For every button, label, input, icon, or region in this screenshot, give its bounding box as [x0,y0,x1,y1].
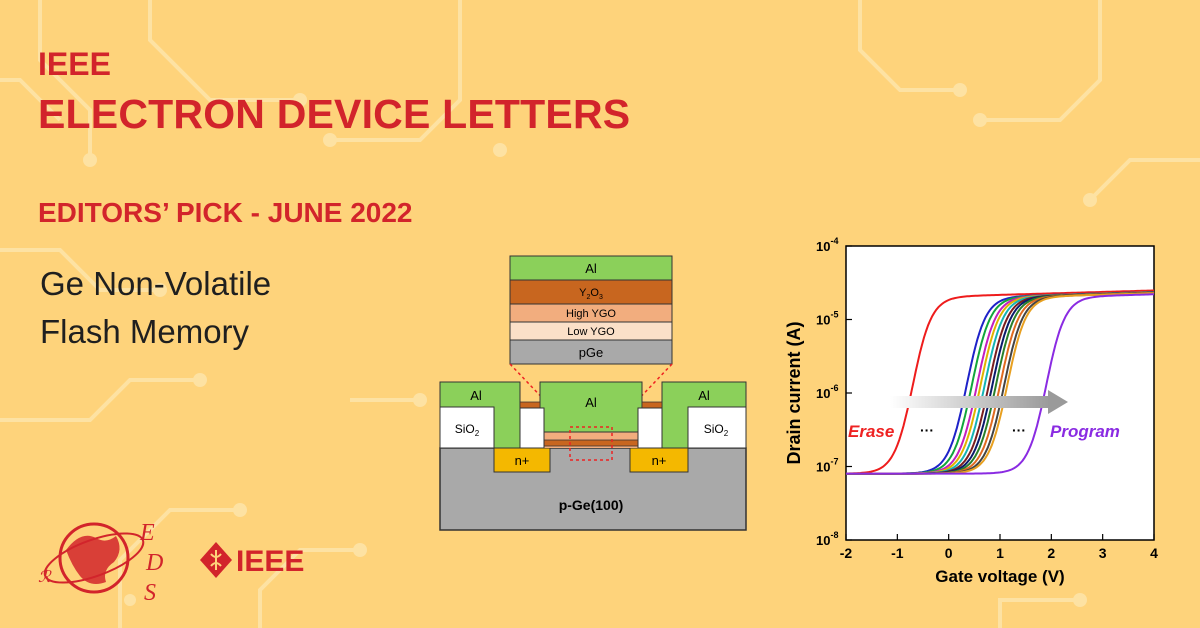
plot-curves [846,289,1155,475]
spacer-left [519,407,545,449]
ieee-wordmark: IEEE [236,545,304,578]
stack-label-y2o3: Y2O3 [579,287,603,301]
y-tick-label: 10-5 [816,310,838,328]
id-vg-curve-1 [846,289,1154,475]
y-tick-label: 10-4 [816,236,838,254]
stack-al-layer [509,255,673,281]
program-label: Program [1050,422,1120,441]
x-tick-label: 1 [996,545,1004,561]
journal-title: ELECTRON DEVICE LETTERS [38,91,631,137]
plot-area [845,245,1155,541]
n-plus-left-label: n+ [515,453,530,468]
eds-logo: ℛ E D S [38,520,163,605]
article-title: Ge Non-Volatile Flash Memory [40,260,271,356]
substrate-label: p-Ge(100) [559,497,624,513]
x-tick-label: 3 [1099,545,1107,561]
right-al-label: Al [698,388,710,403]
x-tick-label: -1 [891,545,904,561]
x-tick-label: -2 [840,545,853,561]
gate-al-label: Al [585,395,597,410]
eds-letter-e: E [139,520,155,546]
article-title-line1: Ge Non-Volatile [40,265,272,302]
spacer-right [637,407,663,449]
y-tick-label: 10-8 [816,530,838,548]
stack-label-al: Al [585,261,597,276]
shift-arrow [890,390,1068,414]
erase-label: Erase [848,422,894,441]
n-plus-right-label: n+ [652,453,667,468]
y-axis-label: Drain current (A) [784,321,804,464]
n-plus-left [493,447,551,473]
id-vg-curve-13 [846,293,1154,475]
stack-label-low-ygo: Low YGO [567,326,615,338]
article-title-line2: Flash Memory [40,313,250,350]
n-plus-right [629,447,689,473]
x-tick-label: 2 [1047,545,1055,561]
journal-prefix: IEEE [38,46,111,82]
substrate [439,447,747,531]
stack-pge-layer [509,339,673,365]
id-vg-plot: -2 -1 0 1 2 3 4 10-8 10-7 10-6 10-5 10-4 Erase Prog… [784,236,1158,586]
y-tick-label: 10-6 [816,383,838,401]
left-sio2 [439,406,495,449]
zoom-box [569,426,613,461]
svg-text:ℛ: ℛ [38,569,52,586]
left-al-label: Al [470,388,482,403]
right-sio2-label: SiO2 [704,422,729,438]
stack-label-pge: pGe [579,345,604,360]
eds-letter-s: S [144,580,156,605]
axis-ticks: -2 -1 0 1 2 3 4 10-8 10-7 10-6 10-5 10-4 [816,236,1158,561]
right-sio2 [687,406,747,449]
x-tick-label: 4 [1150,545,1158,561]
editors-pick-label: EDITORS’ PICK - JUNE 2022 [38,197,413,228]
globe-icon [58,522,130,594]
ieee-logo: IEEE [200,542,304,578]
x-axis-label: Gate voltage (V) [935,567,1064,586]
dots-right: ··· [1012,422,1026,438]
left-sio2-label: SiO2 [455,422,480,438]
device-cross-section: Al Y2O3 High YGO Low YGO pGe p-Ge(100) n… [439,255,747,531]
eds-letter-d: D [145,550,163,576]
stack-label-high-ygo: High YGO [566,308,616,320]
y-tick-label: 10-7 [816,457,838,475]
x-tick-label: 0 [945,545,953,561]
dots-left: ··· [920,422,934,438]
